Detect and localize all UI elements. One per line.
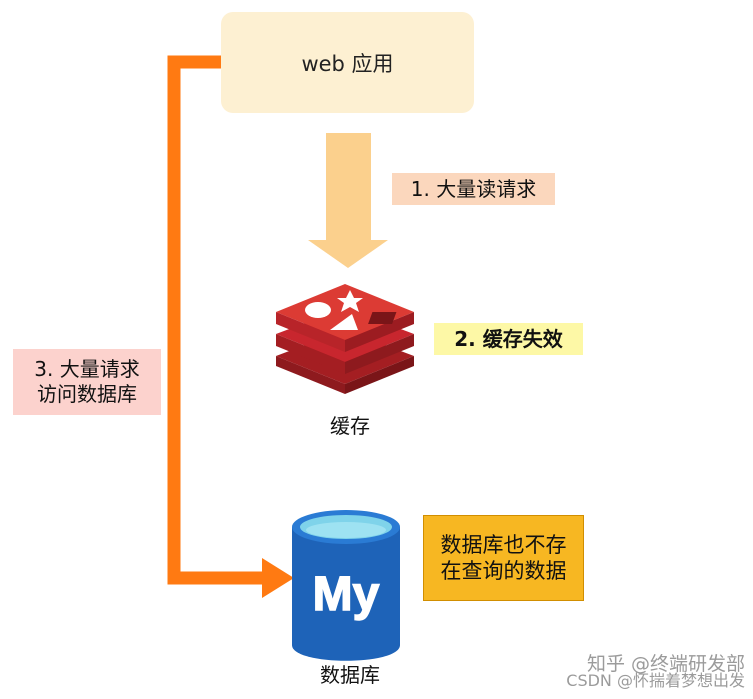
web-app-box: web 应用: [221, 12, 474, 113]
step1-label: 1. 大量读请求: [392, 173, 555, 205]
mysql-database-icon: My: [292, 510, 400, 661]
step2-text: 2. 缓存失效: [454, 326, 563, 351]
db-request-arrow: [167, 55, 294, 598]
watermark-zhihu: 知乎 @终端研发部: [586, 653, 745, 675]
read-request-arrow: [308, 133, 388, 268]
mysql-logo-text: My: [313, 568, 380, 621]
step1-text: 1. 大量读请求: [410, 176, 537, 201]
step3-label: 3. 大量请求 访问数据库: [13, 349, 161, 415]
redis-icon: [276, 284, 414, 394]
database-note: 数据库也不存 在查询的数据: [423, 515, 584, 601]
database-caption: 数据库: [320, 663, 380, 687]
cache-caption: 缓存: [330, 414, 370, 438]
step3-text-line2: 访问数据库: [37, 382, 137, 406]
database-note-line2: 在查询的数据: [440, 559, 567, 583]
step3-text-line1: 3. 大量请求: [34, 357, 140, 381]
watermark-csdn: CSDN @怀揣着梦想出发: [566, 671, 745, 690]
web-app-label: web 应用: [301, 51, 394, 76]
step2-label: 2. 缓存失效: [434, 323, 583, 355]
database-note-line1: 数据库也不存: [440, 532, 567, 557]
